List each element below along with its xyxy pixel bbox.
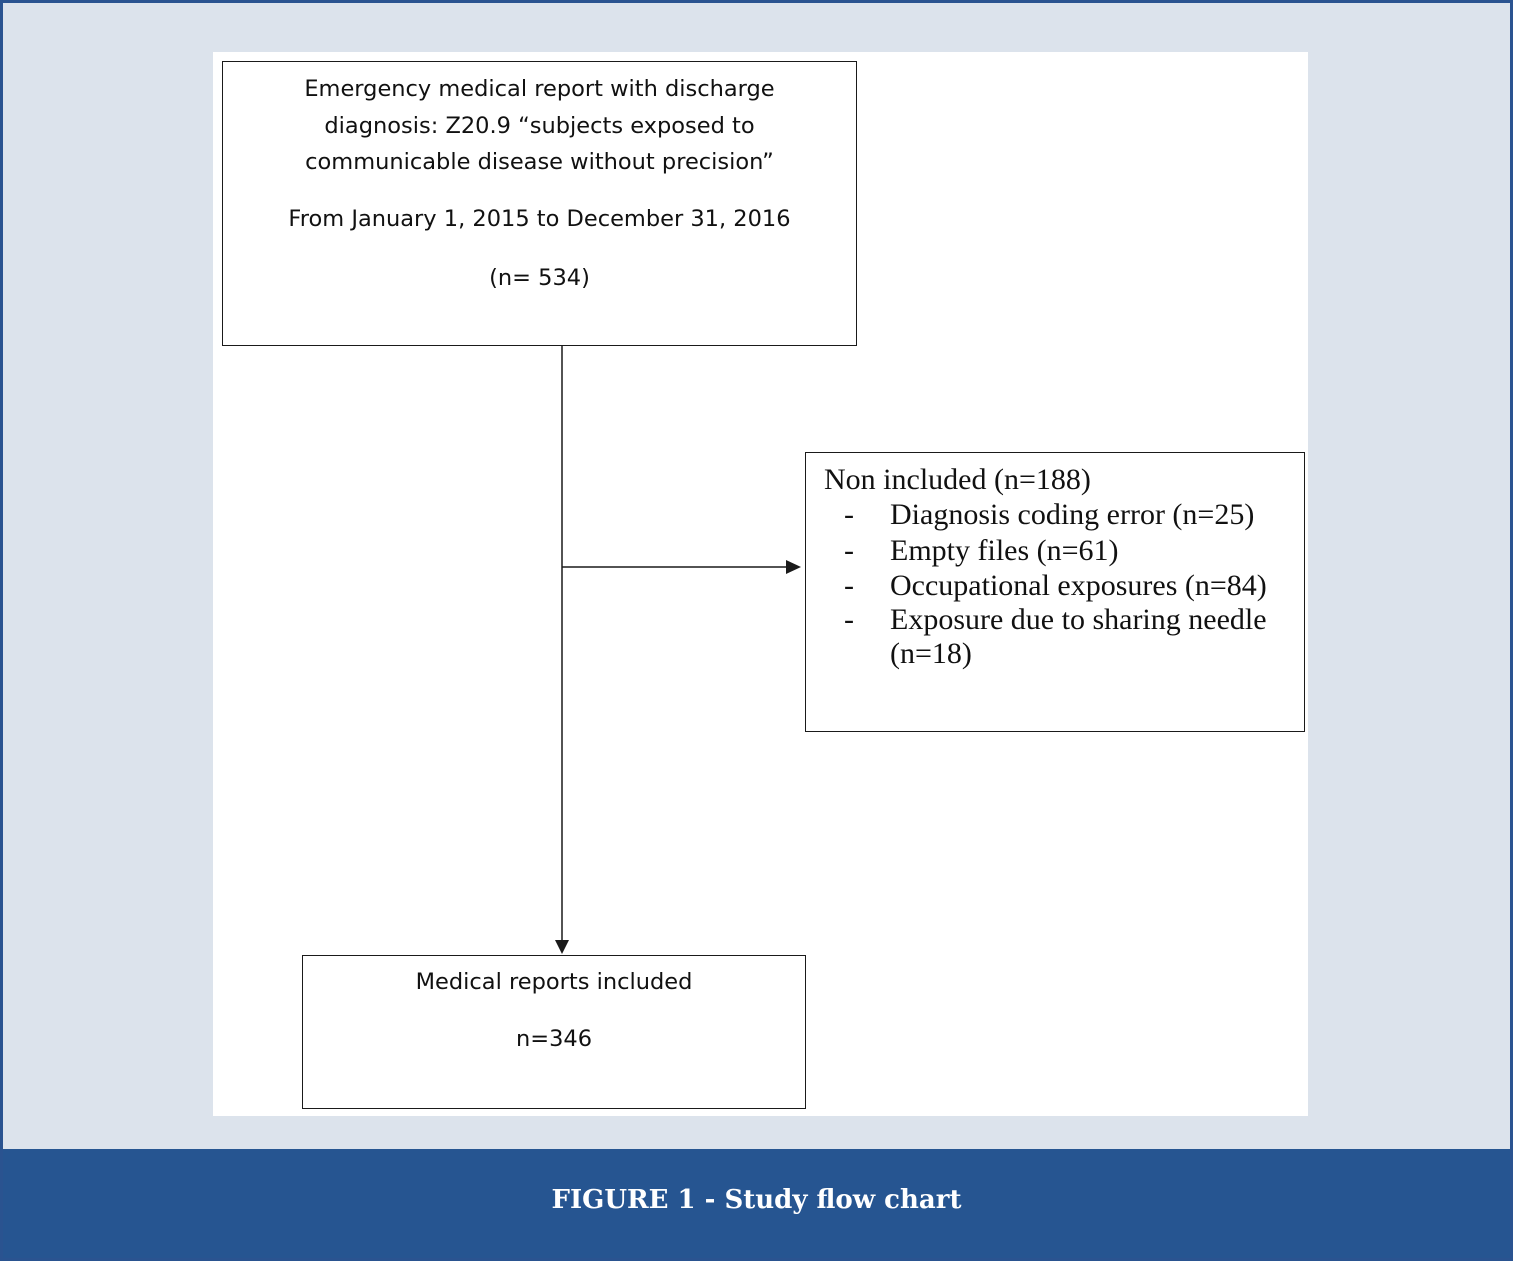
included-label: Medical reports included <box>415 969 693 995</box>
source-count: (n= 534) <box>489 265 590 291</box>
exclusion-bullet: - <box>844 569 854 602</box>
included-count: n=346 <box>515 1026 593 1052</box>
figure-caption: FIGURE 1 - Study flow chart <box>551 1185 962 1215</box>
exclusion-item-needle-sharing-count: (n=18) <box>890 637 972 670</box>
exclusion-bullet: - <box>844 603 854 636</box>
source-records-box: Emergency medical report with discharge … <box>222 61 857 346</box>
included-records-box: Medical reports included n=346 <box>302 955 806 1109</box>
source-line-3: communicable disease without precision” <box>305 149 774 175</box>
exclusion-item-coding-error: Diagnosis coding error (n=25) <box>890 498 1255 531</box>
exclusion-heading: Non included (n=188) <box>824 463 1091 496</box>
exclusion-bullet: - <box>844 498 854 531</box>
exclusion-bullet: - <box>844 534 854 567</box>
exclusion-item-empty-files: Empty files (n=61) <box>890 534 1119 567</box>
exclusion-item-occupational: Occupational exposures (n=84) <box>890 569 1267 602</box>
exclusion-box: Non included (n=188) - Diagnosis coding … <box>805 452 1305 732</box>
exclusion-item-needle-sharing: Exposure due to sharing needle <box>890 603 1267 636</box>
caption-bar: FIGURE 1 - Study flow chart <box>3 1149 1510 1258</box>
source-line-2: diagnosis: Z20.9 “subjects exposed to <box>324 113 755 139</box>
source-line-1: Emergency medical report with discharge <box>304 76 775 102</box>
source-date-range: From January 1, 2015 to December 31, 201… <box>288 206 791 232</box>
